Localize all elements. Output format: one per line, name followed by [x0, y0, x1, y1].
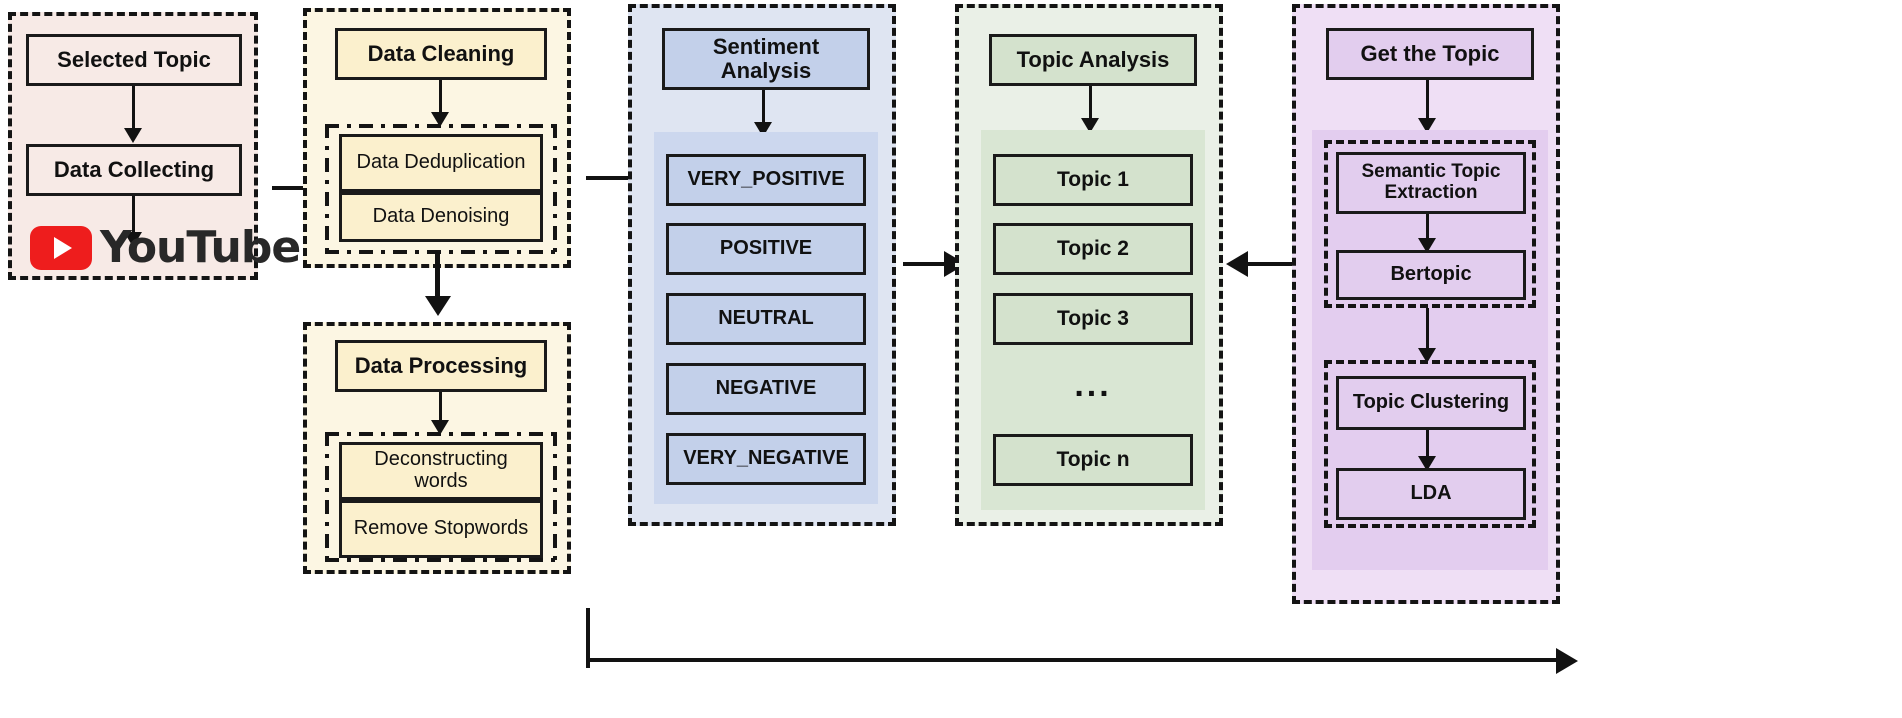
node-remove-stopwords-label: Remove Stopwords [353, 517, 529, 540]
arrowhead-processing-to-substeps [431, 420, 449, 435]
group-get-the-topic: Get the Topic Semantic Topic Extraction … [1292, 4, 1560, 604]
node-data-processing[interactable]: Data Processing [335, 340, 547, 392]
arrowhead-semantic-to-bertopic [1418, 238, 1436, 253]
topic-list-ellipsis: ... [993, 366, 1193, 405]
youtube-logo: YouTube [30, 222, 301, 273]
node-topic-n-label: Topic n [1056, 447, 1130, 471]
node-bertopic-label: Bertopic [1390, 263, 1472, 286]
node-deconstructing-words-label: Deconstructing words [374, 448, 508, 492]
node-topic-analysis-label: Topic Analysis [1016, 47, 1170, 73]
node-data-denoising-label: Data Denoising [372, 205, 510, 228]
arrowhead-clustering-to-lda [1418, 456, 1436, 471]
arrowhead-gettopic-to-topic [1226, 251, 1248, 277]
node-semantic-topic-extraction[interactable]: Semantic Topic Extraction [1336, 152, 1526, 214]
connector-sentiment-to-topic [903, 262, 961, 266]
node-data-deduplication-label: Data Deduplication [356, 151, 526, 174]
topic-list-ellipsis-label: ... [1074, 366, 1112, 404]
node-negative[interactable]: NEGATIVE [666, 363, 866, 415]
connector-processing-to-substeps [439, 392, 442, 426]
node-topic-analysis[interactable]: Topic Analysis [989, 34, 1197, 86]
node-sentiment-analysis-label: Sentiment Analysis [712, 34, 820, 83]
node-lda-label: LDA [1410, 482, 1452, 505]
node-positive[interactable]: POSITIVE [666, 223, 866, 275]
connector-processing-to-gettopic [586, 658, 1566, 662]
connector-collection-to-cleaning [272, 186, 324, 190]
node-very-negative[interactable]: VERY_NEGATIVE [666, 433, 866, 485]
node-selected-topic-label: Selected Topic [57, 47, 211, 73]
connector-gettopic-to-methods [1426, 80, 1429, 124]
node-data-deduplication[interactable]: Data Deduplication [339, 134, 543, 192]
node-bertopic[interactable]: Bertopic [1336, 250, 1526, 300]
node-semantic-topic-extraction-label: Semantic Topic Extraction [1361, 161, 1501, 203]
subgroup-semantic-extraction [1324, 140, 1536, 308]
node-very-positive-label: VERY_POSITIVE [687, 168, 845, 191]
node-data-processing-label: Data Processing [354, 353, 528, 379]
arrowhead-topic-to-list [1081, 118, 1099, 133]
node-very-positive[interactable]: VERY_POSITIVE [666, 154, 866, 206]
node-neutral-label: NEUTRAL [718, 307, 814, 330]
connector-clustering-to-lda [1426, 430, 1429, 462]
connector-cleaning-to-substeps [439, 80, 442, 118]
node-topic-clustering-label: Topic Clustering [1352, 391, 1510, 414]
connector-processing-bottom-riser [586, 608, 590, 668]
arrowhead-gettopic-to-methods [1418, 118, 1436, 133]
youtube-play-icon [30, 225, 92, 270]
node-get-the-topic[interactable]: Get the Topic [1326, 28, 1534, 80]
node-remove-stopwords[interactable]: Remove Stopwords [339, 500, 543, 558]
node-topic-2[interactable]: Topic 2 [993, 223, 1193, 275]
node-topic-2-label: Topic 2 [1057, 236, 1129, 260]
node-selected-topic[interactable]: Selected Topic [26, 34, 242, 86]
group-data-collection: Selected Topic Data Collecting YouTube [8, 12, 301, 280]
connector-cleaning-to-processing [435, 252, 440, 304]
group-sentiment-analysis: Sentiment Analysis VERY_POSITIVE POSITIV… [628, 4, 896, 526]
node-data-cleaning[interactable]: Data Cleaning [335, 28, 547, 80]
node-topic-3[interactable]: Topic 3 [993, 293, 1193, 345]
node-data-denoising[interactable]: Data Denoising [339, 192, 543, 242]
connector-bertopic-to-clustering [1426, 308, 1429, 356]
connector-collecting-to-youtube [132, 196, 135, 238]
connector-gettopic-to-topic [1248, 262, 1306, 266]
connector-selected-to-collecting [132, 86, 135, 134]
arrowhead-cleaning-to-substeps [431, 112, 449, 127]
node-negative-label: NEGATIVE [715, 377, 817, 400]
arrowhead-processing-to-gettopic [1556, 648, 1578, 674]
node-positive-label: POSITIVE [719, 237, 813, 260]
node-data-collecting[interactable]: Data Collecting [26, 144, 242, 196]
node-topic-3-label: Topic 3 [1057, 306, 1129, 330]
connector-sentiment-to-classes [762, 90, 765, 128]
node-neutral[interactable]: NEUTRAL [666, 293, 866, 345]
arrowhead-cleaning-to-processing [425, 296, 451, 316]
node-topic-1[interactable]: Topic 1 [993, 154, 1193, 206]
subgroup-topic-clustering [1324, 360, 1536, 528]
connector-cleaning-to-sentiment [586, 176, 638, 180]
connector-topic-to-list [1089, 86, 1092, 124]
group-data-processing: Data Processing Deconstructing words Rem… [303, 322, 571, 574]
node-very-negative-label: VERY_NEGATIVE [683, 447, 849, 470]
node-data-collecting-label: Data Collecting [53, 157, 215, 183]
arrowhead-selected-to-collecting [124, 128, 142, 143]
node-data-cleaning-label: Data Cleaning [367, 41, 515, 67]
node-topic-n[interactable]: Topic n [993, 434, 1193, 486]
group-topic-analysis: Topic Analysis Topic 1 Topic 2 Topic 3 .… [955, 4, 1223, 526]
youtube-wordmark: YouTube [100, 222, 301, 273]
node-topic-clustering[interactable]: Topic Clustering [1336, 376, 1526, 430]
node-deconstructing-words[interactable]: Deconstructing words [339, 442, 543, 500]
connector-semantic-to-bertopic [1426, 214, 1429, 244]
node-topic-1-label: Topic 1 [1057, 167, 1129, 191]
arrowhead-collecting-to-youtube [124, 232, 142, 247]
arrowhead-bertopic-to-clustering [1418, 348, 1436, 363]
node-sentiment-analysis[interactable]: Sentiment Analysis [662, 28, 870, 90]
node-lda[interactable]: LDA [1336, 468, 1526, 520]
group-data-cleaning: Data Cleaning Data Deduplication Data De… [303, 8, 571, 268]
node-get-the-topic-label: Get the Topic [1360, 41, 1500, 67]
